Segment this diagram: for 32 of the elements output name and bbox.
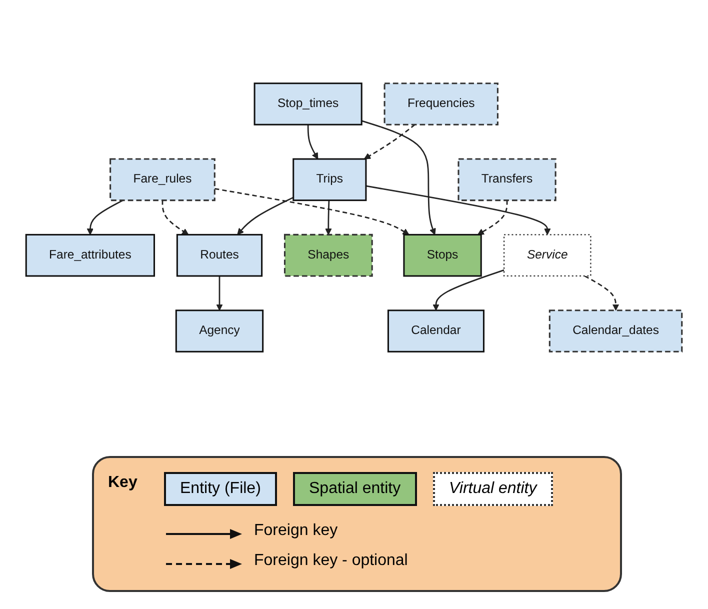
arrow: [307, 124, 318, 160]
node-box: Agency: [175, 310, 264, 352]
arrow: [216, 276, 223, 311]
arrow: [364, 124, 416, 160]
node-box: Calendar_dates: [548, 310, 683, 352]
legend-swatch: Entity (File): [164, 472, 277, 506]
node-box: Fare_attributes: [25, 234, 155, 277]
arrow: [366, 185, 551, 235]
arrow: [162, 200, 189, 235]
arrow: [432, 269, 504, 311]
node-box: Service: [503, 234, 592, 277]
legend-swatch: Virtual entity: [433, 472, 553, 506]
legend-swatch: Spatial entity: [293, 472, 417, 506]
arrow: [325, 200, 332, 235]
node-box: Routes: [176, 234, 263, 277]
arrow: [584, 275, 620, 311]
node-box: Fare_rules: [110, 158, 216, 202]
node-box: Transfers: [458, 158, 556, 202]
arrow: [237, 196, 294, 235]
node-box: Shapes: [284, 234, 373, 277]
legend-heading: Key: [108, 474, 138, 492]
arrow: [214, 188, 410, 235]
node-box: Stop_times: [254, 82, 362, 126]
legend-label: Foreign key: [254, 522, 338, 540]
arrow: [86, 200, 124, 235]
legend-label: Foreign key - optional: [254, 552, 408, 570]
node-box: Frequencies: [384, 82, 498, 126]
node-box: Calendar: [387, 310, 484, 352]
arrow: [361, 120, 436, 235]
arrow: [477, 200, 508, 235]
node-box: Stops: [403, 234, 482, 277]
node-box: Trips: [292, 158, 367, 202]
